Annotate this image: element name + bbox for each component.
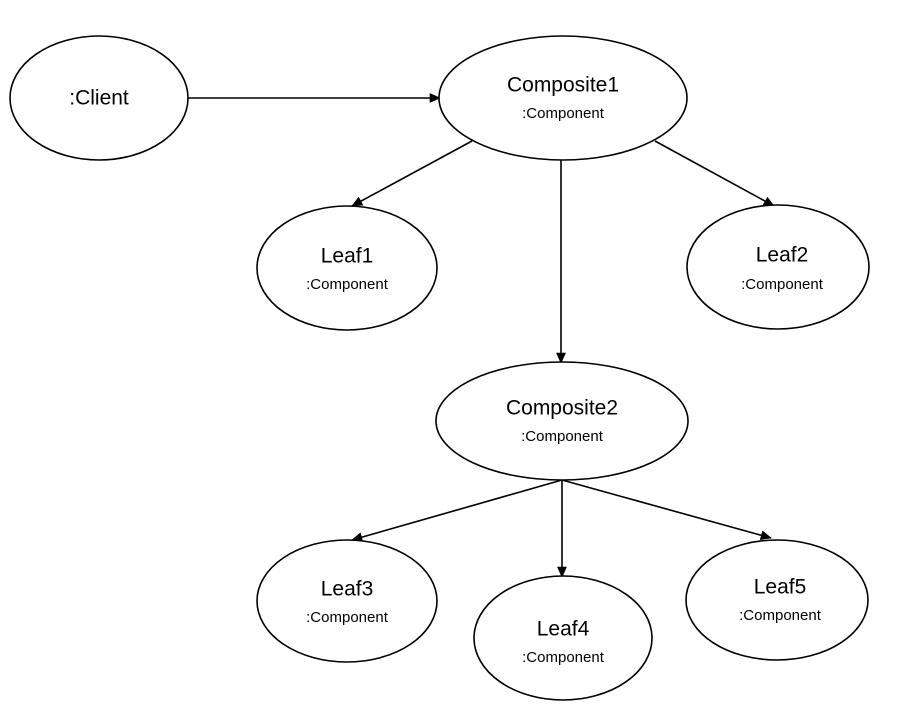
- node-composite2[interactable]: Composite2 :Component: [435, 361, 689, 481]
- node-leaf3-title: Leaf3: [321, 578, 374, 601]
- node-leaf1-title: Leaf1: [321, 245, 374, 268]
- node-client[interactable]: :Client: [9, 35, 189, 161]
- node-leaf2-ellipse[interactable]: [686, 204, 870, 330]
- node-leaf3[interactable]: Leaf3 :Component: [256, 539, 438, 663]
- node-leaf1-ellipse[interactable]: [256, 205, 438, 331]
- node-leaf4-subtitle: :Component: [522, 649, 605, 666]
- node-client-title: :Client: [69, 87, 129, 110]
- node-leaf2-subtitle: :Component: [741, 276, 824, 293]
- edge-composite2-to-leaf3: [351, 479, 563, 542]
- edge-composite2-to-leaf5: [561, 479, 772, 540]
- node-leaf3-ellipse[interactable]: [256, 539, 438, 663]
- node-leaf4[interactable]: Leaf4 :Component: [473, 575, 653, 701]
- node-leaf3-subtitle: :Component: [306, 609, 389, 626]
- node-leaf5[interactable]: Leaf5 :Component: [685, 539, 869, 661]
- node-leaf2[interactable]: Leaf2 :Component: [686, 204, 870, 330]
- node-composite2-title: Composite2: [506, 397, 618, 420]
- node-leaf5-subtitle: :Component: [739, 607, 822, 624]
- node-leaf5-title: Leaf5: [754, 576, 807, 599]
- edge-composite1-to-leaf1: [351, 140, 473, 207]
- edges-layer: [188, 93, 775, 578]
- node-leaf4-title: Leaf4: [537, 618, 590, 641]
- node-composite2-subtitle: :Component: [521, 428, 604, 445]
- node-leaf1-subtitle: :Component: [306, 276, 389, 293]
- node-leaf5-ellipse[interactable]: [685, 539, 869, 661]
- node-composite1-title: Composite1: [507, 74, 619, 97]
- nodes-layer: :Client Composite1 :Component Leaf1 :Com…: [9, 35, 870, 701]
- node-client-ellipse[interactable]: [9, 35, 189, 161]
- node-composite1-ellipse[interactable]: [438, 35, 688, 161]
- node-composite1[interactable]: Composite1 :Component: [438, 35, 688, 161]
- edge-composite1-to-leaf2: [654, 140, 775, 207]
- node-composite1-subtitle: :Component: [522, 105, 605, 122]
- node-leaf2-title: Leaf2: [756, 244, 809, 267]
- node-composite2-ellipse[interactable]: [435, 361, 689, 481]
- node-leaf4-ellipse[interactable]: [473, 575, 653, 701]
- node-leaf1[interactable]: Leaf1 :Component: [256, 205, 438, 331]
